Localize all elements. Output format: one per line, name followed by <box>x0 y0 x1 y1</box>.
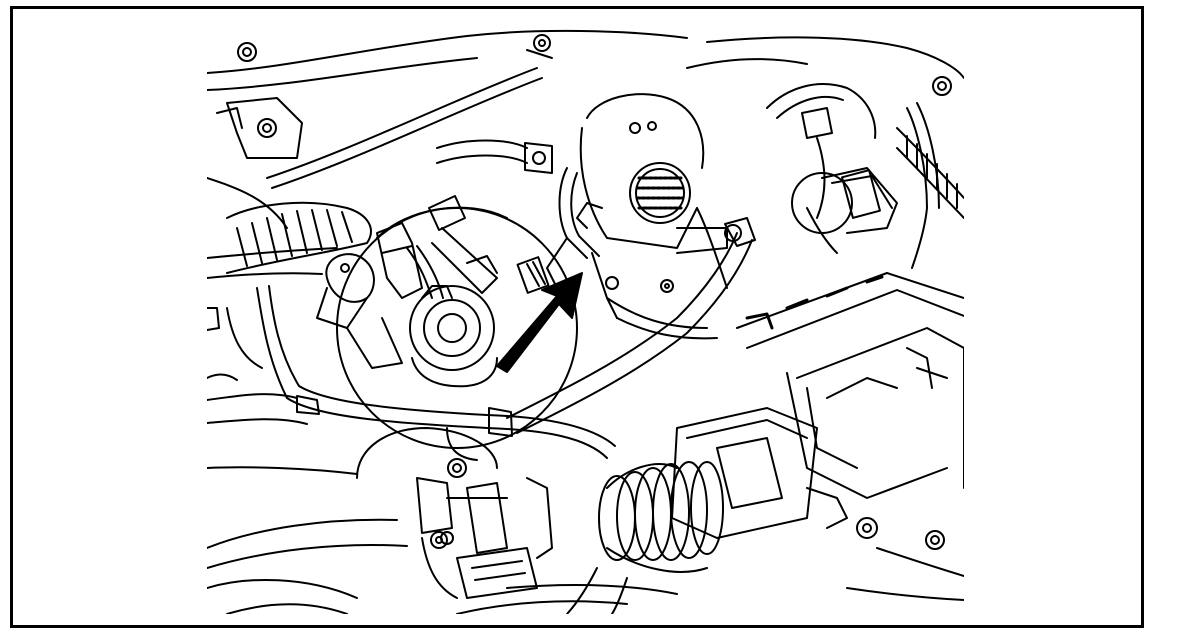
top-harness-clip <box>266 34 553 189</box>
right-loom <box>896 127 964 219</box>
brake-lines <box>546 167 718 340</box>
main-hose <box>256 285 616 461</box>
master-cylinder-reservoir <box>576 93 728 289</box>
vacuum-sensor <box>409 285 498 388</box>
lower-left-components <box>356 427 553 599</box>
lower-bolts <box>440 530 945 550</box>
left-harness-loom <box>226 201 372 274</box>
vacuum-hose-top <box>436 139 553 174</box>
air-cleaner-box <box>736 272 964 499</box>
body-panels <box>207 29 964 614</box>
right-connectors <box>766 76 952 269</box>
center-connectors <box>428 195 550 294</box>
left-connector <box>376 222 444 299</box>
diagonal-hose <box>506 217 756 434</box>
arrow-pointer <box>496 272 583 373</box>
lower-left-panel <box>207 579 358 614</box>
upper-left-bracket <box>216 42 303 159</box>
maf-module <box>671 407 878 539</box>
left-edge-details <box>207 307 263 381</box>
intake-duct <box>566 461 724 614</box>
left-cap <box>316 253 403 369</box>
engine-compartment-illustration <box>207 28 964 614</box>
